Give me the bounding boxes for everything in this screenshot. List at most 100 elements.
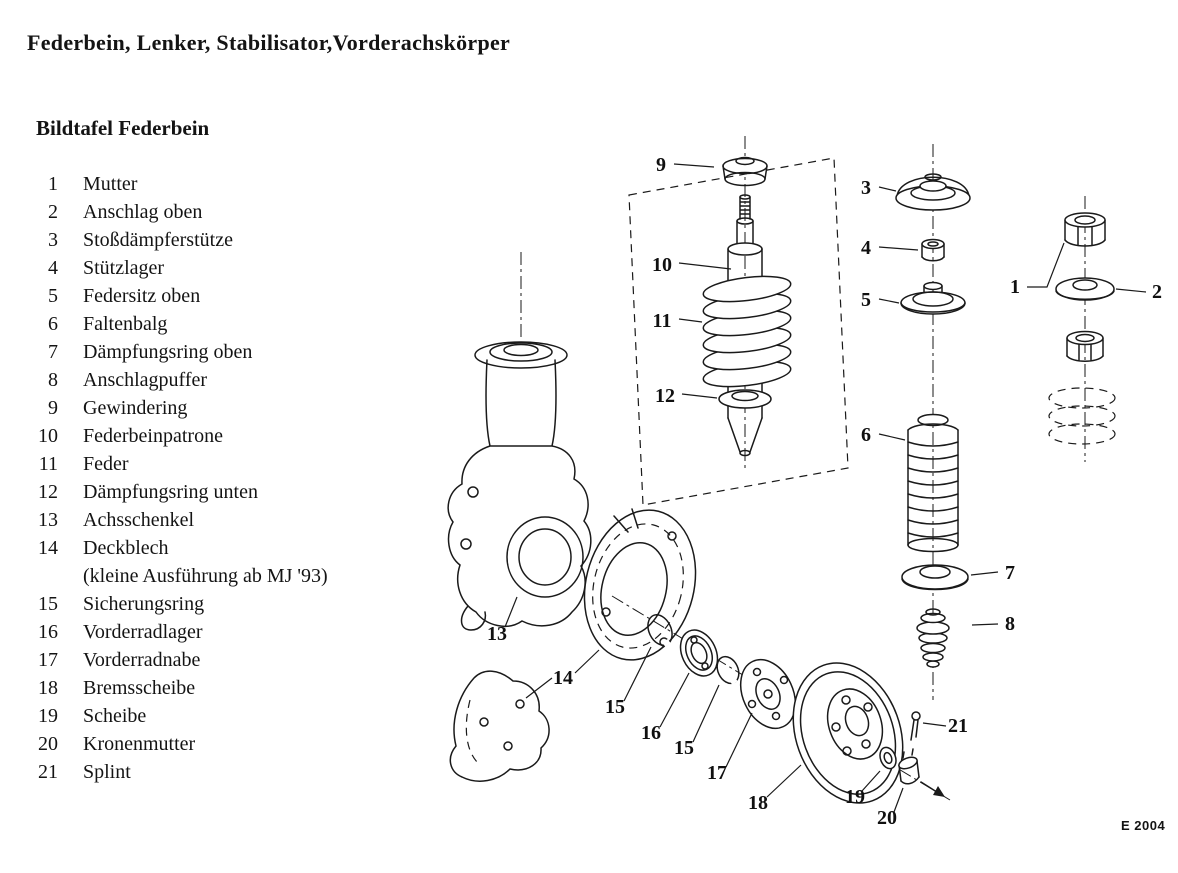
part-number: 1: [48, 173, 58, 195]
part-label: Dämpfungsring oben: [83, 341, 253, 363]
nut-upper: [1064, 212, 1106, 247]
parts-list-item: 5 Federsitz oben: [34, 282, 328, 310]
part-label: Kronenmutter: [83, 733, 196, 755]
parts-list-item: 16 Vorderradlager: [34, 618, 328, 646]
callout-16: 16: [641, 722, 661, 744]
callout-2: 2: [1152, 281, 1162, 303]
callout-14: 14: [553, 667, 573, 689]
parts-list-item: 20 Kronenmutter: [34, 730, 328, 758]
part-number: 18: [38, 677, 58, 699]
part-note: (kleine Ausführung ab MJ '93): [83, 565, 328, 587]
part-label: Bremsscheibe: [83, 677, 196, 699]
callout-10: 10: [652, 254, 672, 276]
assembly-grouping-box: [628, 157, 849, 506]
washer: [879, 746, 897, 770]
callout-19: 19: [845, 786, 865, 808]
parts-list-item: 1 Mutter: [34, 170, 328, 198]
callout-13: 13: [487, 623, 507, 645]
page-title: Federbein, Lenker, Stabilisator,Vorderac…: [27, 30, 511, 55]
callout-3: 3: [861, 177, 871, 199]
part-label: Achsschenkel: [83, 509, 195, 531]
callout-4: 4: [861, 237, 871, 259]
mount-nut-column: [1048, 196, 1116, 462]
nut-lower: [1066, 330, 1104, 362]
parts-list-item: 18 Bremsscheibe: [34, 674, 328, 702]
part-label: Splint: [83, 761, 131, 783]
circlip-2: [716, 655, 740, 685]
callout-18: 18: [748, 792, 768, 814]
callout-7: 7: [1005, 562, 1015, 584]
cotter-pin: [910, 711, 921, 741]
spring-top-dashed: [1048, 387, 1116, 445]
callout-17: 17: [707, 762, 727, 784]
castle-nut: [898, 748, 920, 785]
upper-mount-column: [895, 144, 971, 700]
lower-damping-ring: [718, 389, 772, 409]
axle-parts: [611, 595, 951, 804]
threaded-ring: [722, 156, 768, 187]
part-number: 20: [38, 733, 58, 755]
parts-list-item: 10 Federbeinpatrone: [34, 422, 328, 450]
callout-15b: 15: [674, 737, 694, 759]
part-number: 14: [38, 537, 58, 559]
assembly-arrow: [920, 781, 945, 797]
part-number: 12: [38, 481, 58, 503]
brake-disc: [792, 662, 904, 804]
part-number: 15: [38, 593, 58, 615]
circlip: [647, 614, 673, 647]
part-label: Federbeinpatrone: [83, 425, 223, 447]
parts-list-item: 14 Deckblech (kleine Ausführung ab MJ '93): [34, 534, 328, 590]
strut-cartridge-assembly: [702, 136, 792, 470]
cover-plate-small: [449, 670, 550, 782]
part-number: 16: [38, 621, 58, 643]
parts-list-item: 6 Faltenbalg: [34, 310, 328, 338]
wheel-hub: [739, 658, 797, 730]
part-number: 2: [48, 201, 58, 223]
part-number: 9: [48, 397, 58, 419]
part-label: Anschlagpuffer: [83, 369, 208, 391]
callout-8: 8: [1005, 613, 1015, 635]
wheel-bearing: [679, 629, 719, 677]
steering-knuckle: [447, 252, 592, 631]
strut-mount: [895, 173, 971, 211]
part-number: 4: [48, 257, 58, 279]
part-label: Stoßdämpferstütze: [83, 229, 233, 251]
part-label: Faltenbalg: [83, 313, 168, 335]
bellows: [907, 413, 959, 553]
part-label: Mutter: [83, 173, 138, 195]
parts-list-item: 7 Dämpfungsring oben: [34, 338, 328, 366]
parts-list-item: 4 Stützlager: [34, 254, 328, 282]
upper-spring-seat: [900, 281, 966, 315]
callout-11: 11: [653, 310, 672, 332]
part-number: 6: [48, 313, 58, 335]
upper-damping-ring: [901, 564, 969, 591]
part-number: 5: [48, 285, 58, 307]
callout-1: 1: [1010, 276, 1020, 298]
callouts: 9 10 11 12 3 4 5 6 7 8 1 2 13 1: [487, 154, 1162, 829]
part-number: 10: [38, 425, 58, 447]
callout-12: 12: [655, 385, 675, 407]
callout-9: 9: [656, 154, 666, 176]
part-label: Anschlag oben: [83, 201, 203, 223]
part-label: Vorderradlager: [83, 621, 203, 643]
callout-5: 5: [861, 289, 871, 311]
bump-stop: [916, 608, 950, 668]
part-label: Stützlager: [83, 257, 165, 279]
callout-15a: 15: [605, 696, 625, 718]
part-label: Federsitz oben: [83, 285, 201, 307]
part-number: 7: [48, 341, 58, 363]
part-number: 21: [38, 761, 58, 783]
part-label: Deckblech: [83, 537, 169, 559]
part-number: 17: [38, 649, 58, 671]
support-bearing: [921, 238, 945, 262]
